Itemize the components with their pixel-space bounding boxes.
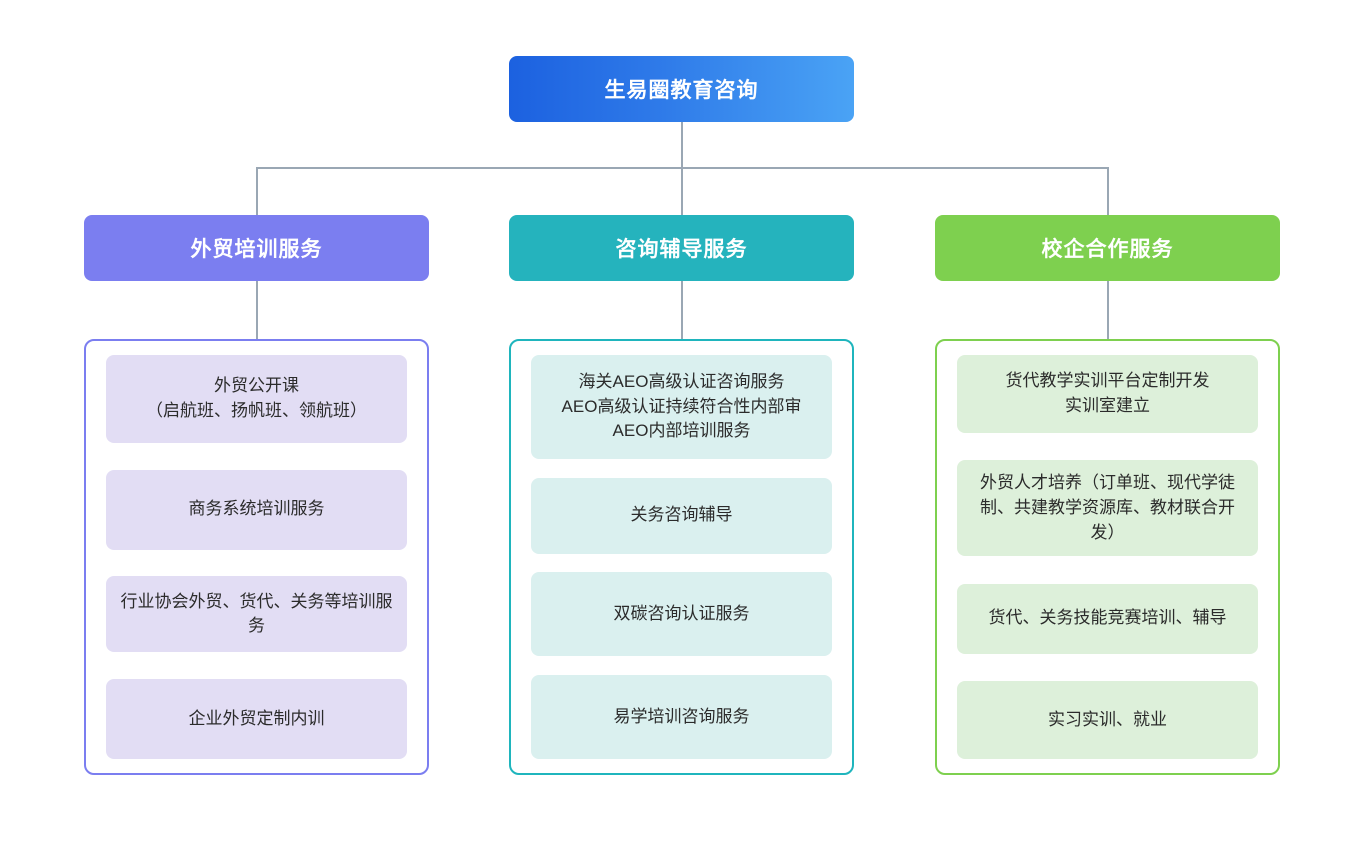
list-item[interactable]: 商务系统培训服务 <box>106 469 407 550</box>
list-item[interactable]: 货代教学实训平台定制开发 实训室建立 <box>957 355 1258 433</box>
connector-drop-column-2 <box>681 167 683 216</box>
list-item[interactable]: 双碳咨询认证服务 <box>531 572 832 657</box>
column-container-1: 外贸公开课 （启航班、扬帆班、领航班） 商务系统培训服务 行业协会外贸、货代、关… <box>84 339 429 775</box>
column-container-3: 货代教学实训平台定制开发 实训室建立 外贸人才培养（订单班、现代学徒制、共建教学… <box>935 339 1280 775</box>
list-item[interactable]: 行业协会外贸、货代、关务等培训服务 <box>106 576 407 653</box>
connector-header-to-box-1 <box>256 281 258 340</box>
column-header-xiaoqi-hezuo[interactable]: 校企合作服务 <box>935 215 1280 281</box>
list-item[interactable]: 企业外贸定制内训 <box>106 678 407 759</box>
column-header-label: 外贸培训服务 <box>190 238 323 261</box>
column-header-waimao-peixun[interactable]: 外贸培训服务 <box>84 215 429 281</box>
root-node[interactable]: 生易圈教育咨询 <box>509 56 854 122</box>
list-item[interactable]: 关务咨询辅导 <box>531 477 832 554</box>
list-item[interactable]: 外贸人才培养（订单班、现代学徒制、共建教学资源库、教材联合开发） <box>957 460 1258 557</box>
column-container-2: 海关AEO高级认证咨询服务 AEO高级认证持续符合性内部审 AEO内部培训服务 … <box>509 339 854 775</box>
root-node-label: 生易圈教育咨询 <box>604 79 759 102</box>
list-item[interactable]: 外贸公开课 （启航班、扬帆班、领航班） <box>106 355 407 443</box>
list-item[interactable]: 海关AEO高级认证咨询服务 AEO高级认证持续符合性内部审 AEO内部培训服务 <box>531 355 832 459</box>
list-item[interactable]: 实习实训、就业 <box>957 680 1258 759</box>
connector-drop-column-3 <box>1107 167 1109 216</box>
connector-drop-column-1 <box>256 167 258 216</box>
connector-root-stem <box>681 122 683 168</box>
connector-header-to-box-3 <box>1107 281 1109 340</box>
column-header-label: 校企合作服务 <box>1041 238 1174 261</box>
column-header-zixun-fudao[interactable]: 咨询辅导服务 <box>509 215 854 281</box>
list-item[interactable]: 货代、关务技能竞赛培训、辅导 <box>957 583 1258 654</box>
connector-header-to-box-2 <box>681 281 683 340</box>
list-item[interactable]: 易学培训咨询服务 <box>531 674 832 759</box>
column-header-label: 咨询辅导服务 <box>615 238 748 261</box>
